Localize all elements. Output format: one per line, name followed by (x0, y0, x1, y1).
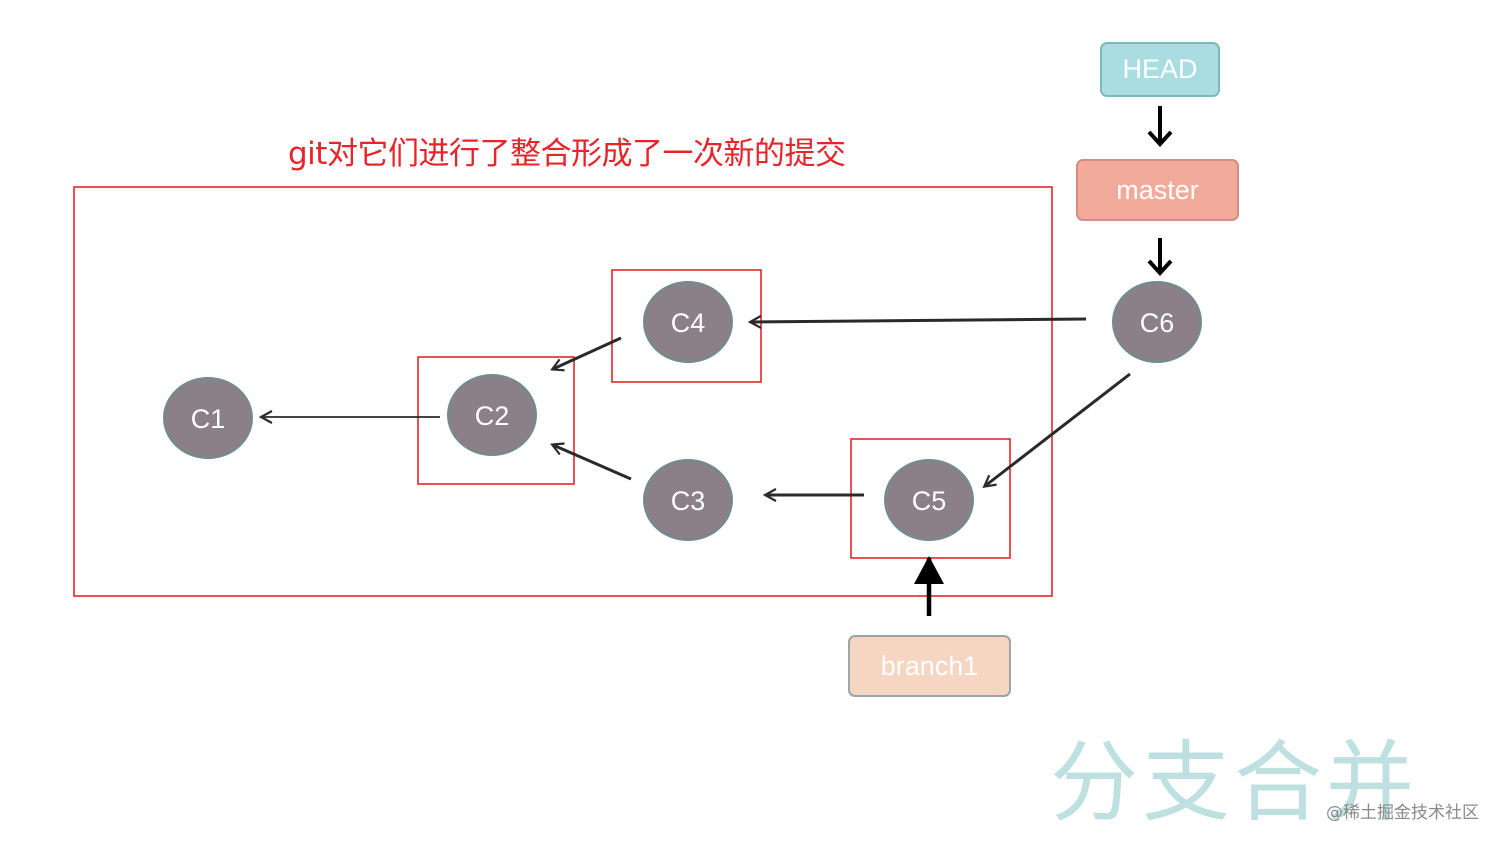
commit-node-c5 (884, 459, 974, 541)
commit-label-c6: C6 (1140, 308, 1175, 338)
commit-node-c6 (1112, 281, 1202, 363)
watermark: @稀土掘金技术社区 (1326, 803, 1479, 823)
master-ref: master (1076, 159, 1239, 221)
branch1-ref: branch1 (848, 635, 1011, 697)
edge-c4-to-c2 (553, 336, 622, 369)
commit-label-c5: C5 (912, 486, 947, 516)
commit-node-c3 (643, 459, 733, 541)
edge-c3-to-c2 (553, 445, 632, 481)
commit-label-c1: C1 (191, 404, 226, 434)
commit-label-c2: C2 (475, 401, 510, 431)
highlight-box-c2 (417, 356, 575, 485)
diagram-title: 分支合并 (1050, 731, 1419, 834)
edge-c6-to-c4 (751, 319, 1087, 322)
branch1-ref-label: branch1 (880, 650, 979, 681)
head-ref: HEAD (1100, 42, 1220, 97)
merge-scope-box (73, 186, 1053, 597)
edge-c6-to-c5 (985, 372, 1131, 486)
commit-label-c3: C3 (671, 486, 706, 516)
commit-label-c4: C4 (671, 308, 706, 338)
commit-node-c4 (643, 281, 733, 363)
master-ref-label: master (1116, 174, 1199, 205)
ref-pointer-arrows (914, 106, 1173, 616)
merge-annotation: git对它们进行了整合形成了一次新的提交 (288, 136, 846, 172)
commit-node-c2 (447, 374, 537, 456)
commit-node-c1 (163, 377, 253, 459)
head-ref-label: HEAD (1122, 54, 1198, 84)
commit-edges (262, 319, 1131, 495)
